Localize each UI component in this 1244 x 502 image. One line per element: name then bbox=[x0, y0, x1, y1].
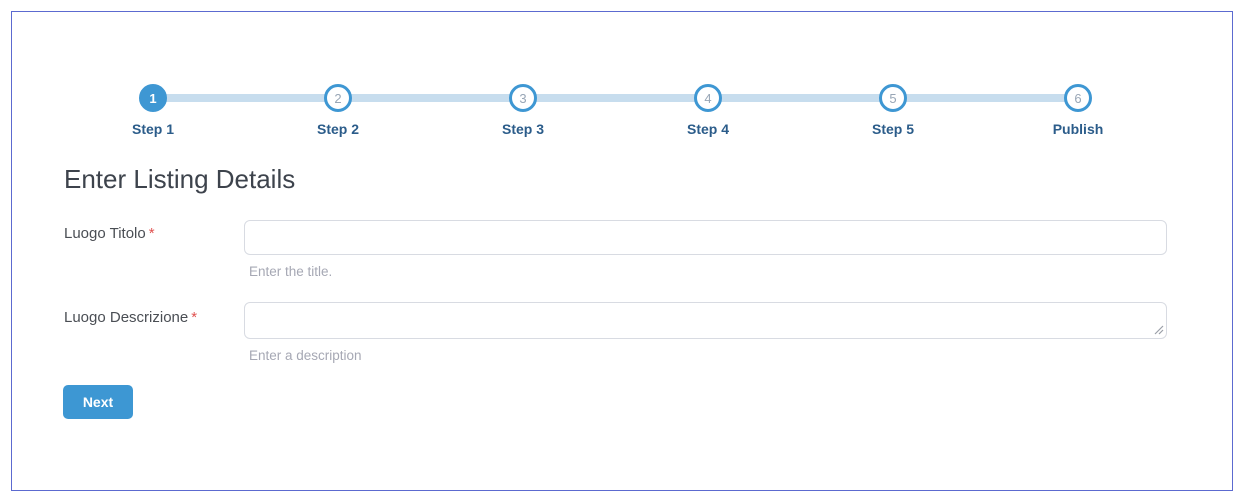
required-asterisk: * bbox=[148, 225, 155, 242]
stepper-step-3[interactable]: 3 Step 3 bbox=[458, 84, 588, 137]
step-circle-5[interactable]: 5 bbox=[879, 84, 907, 112]
description-field-column: Enter a description bbox=[244, 302, 1167, 363]
step-label-4: Step 4 bbox=[686, 121, 729, 137]
description-help-text: Enter a description bbox=[249, 348, 362, 363]
stepper-step-5[interactable]: 5 Step 5 bbox=[828, 84, 958, 137]
stepper-step-publish[interactable]: 6 Publish bbox=[1013, 84, 1143, 137]
title-field-label: Luogo Titolo* bbox=[64, 225, 155, 242]
stepper-track bbox=[153, 94, 1078, 102]
step-label-5: Step 5 bbox=[871, 121, 914, 137]
stepper-step-2[interactable]: 2 Step 2 bbox=[273, 84, 403, 137]
title-field-column: Enter the title. bbox=[244, 220, 1167, 279]
page-title: Enter Listing Details bbox=[64, 164, 296, 194]
step-circle-3[interactable]: 3 bbox=[509, 84, 537, 112]
step-circle-1[interactable]: 1 bbox=[139, 84, 167, 112]
stepper-step-4[interactable]: 4 Step 4 bbox=[643, 84, 773, 137]
description-field-label: Luogo Descrizione* bbox=[64, 309, 197, 326]
required-asterisk: * bbox=[191, 309, 198, 326]
title-input[interactable] bbox=[244, 220, 1167, 255]
title-field-label-text: Luogo Titolo bbox=[64, 225, 146, 242]
description-textarea[interactable] bbox=[244, 302, 1167, 339]
step-circle-6[interactable]: 6 bbox=[1064, 84, 1092, 112]
next-button[interactable]: Next bbox=[63, 385, 133, 419]
listing-wizard-card: 1 Step 1 2 Step 2 3 Step 3 4 Step 4 5 St… bbox=[11, 11, 1233, 491]
step-circle-4[interactable]: 4 bbox=[694, 84, 722, 112]
step-label-1: Step 1 bbox=[131, 121, 174, 137]
step-circle-2[interactable]: 2 bbox=[324, 84, 352, 112]
step-label-publish: Publish bbox=[1052, 121, 1104, 137]
title-help-text: Enter the title. bbox=[249, 264, 333, 279]
step-label-3: Step 3 bbox=[501, 121, 544, 137]
step-label-2: Step 2 bbox=[316, 121, 359, 137]
description-field-label-text: Luogo Descrizione bbox=[64, 309, 189, 326]
stepper-step-1[interactable]: 1 Step 1 bbox=[88, 84, 218, 137]
